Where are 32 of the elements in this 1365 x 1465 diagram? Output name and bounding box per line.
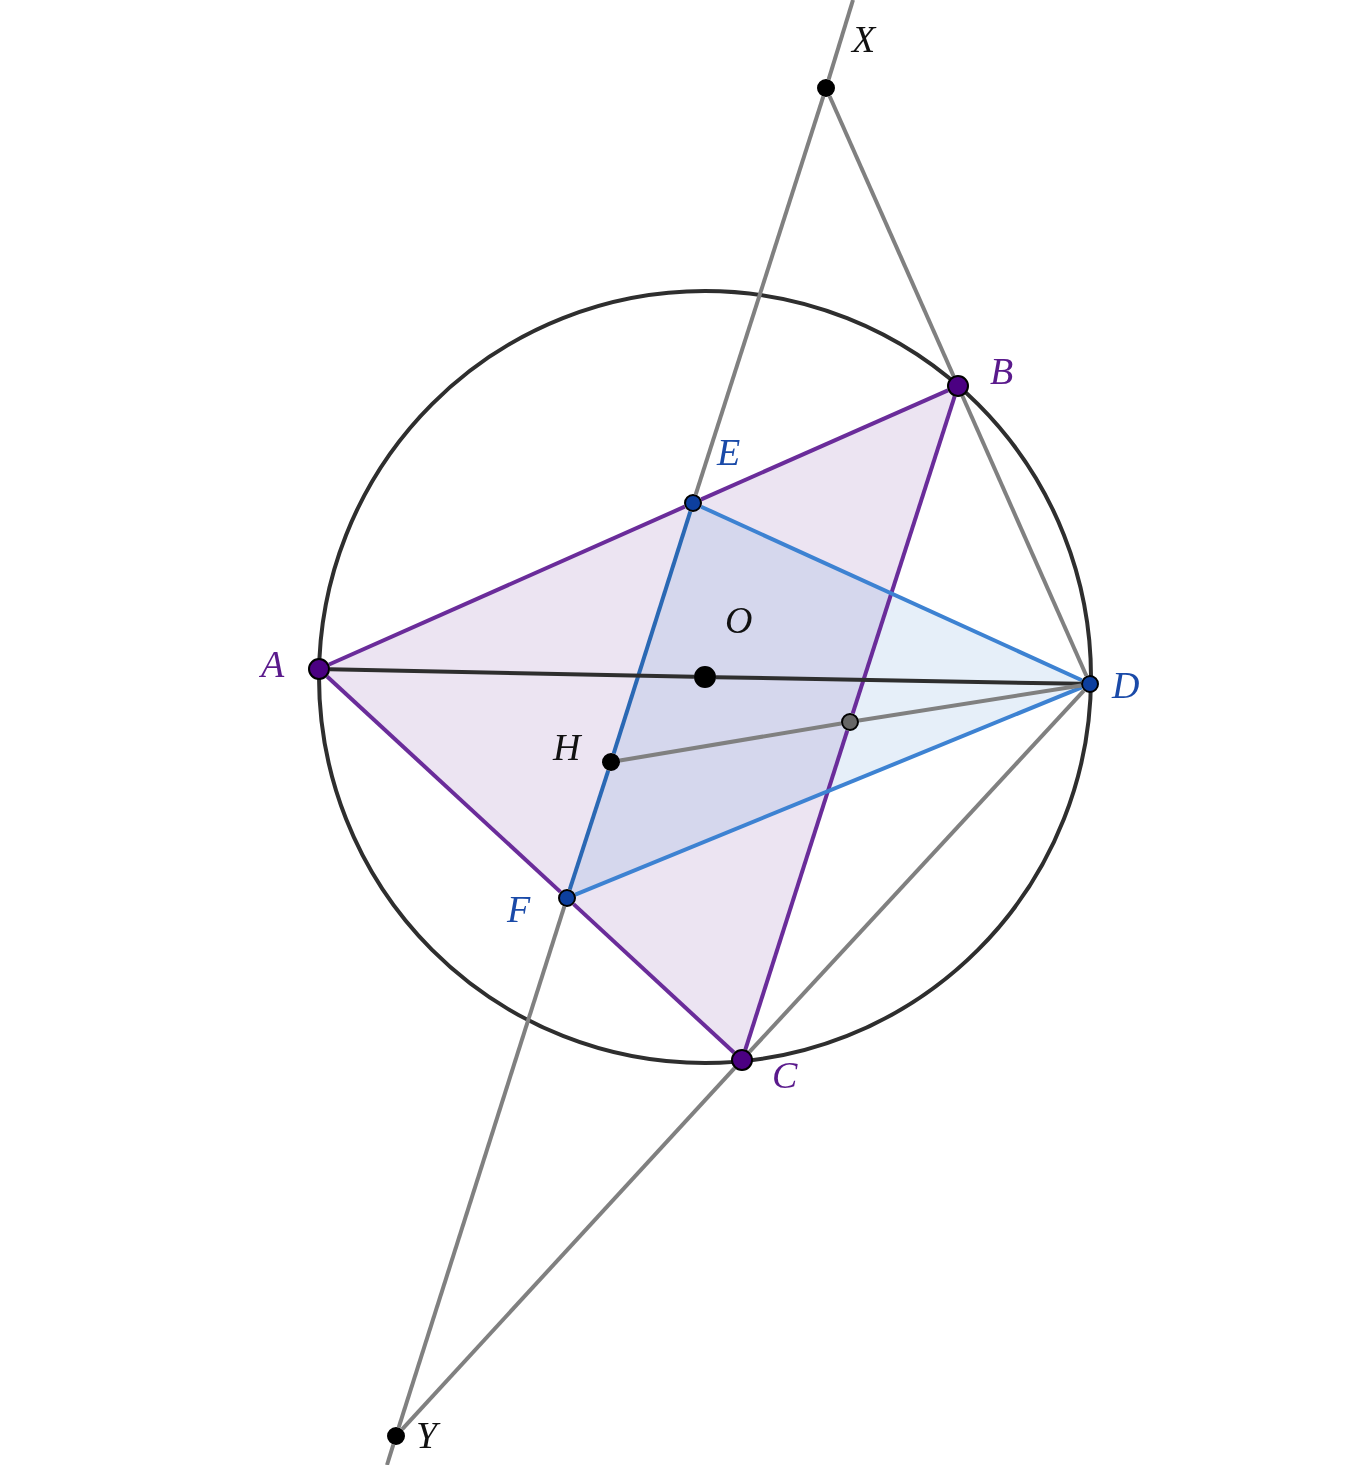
line-segment — [567, 769, 611, 891]
point-label: C — [772, 1056, 798, 1094]
point-label: H — [553, 728, 581, 766]
line-segment — [700, 388, 949, 502]
point-label: O — [725, 601, 753, 639]
line-segment — [858, 683, 1082, 723]
line-segment — [400, 1066, 737, 1431]
line-segment — [700, 504, 1083, 683]
line-segment — [850, 395, 957, 715]
line-segment — [611, 510, 693, 755]
point-label: X — [852, 20, 876, 58]
point-label: D — [1112, 666, 1140, 704]
line-segment — [329, 667, 695, 679]
line-segment — [325, 675, 562, 894]
line-segment — [748, 689, 1086, 1054]
line-segment — [827, 95, 956, 377]
line-segment — [572, 902, 736, 1054]
line-segment — [619, 721, 842, 763]
line-segment — [574, 685, 1083, 897]
line-segment — [826, 0, 855, 80]
point-label: A — [261, 645, 285, 683]
line-segment — [743, 729, 850, 1051]
line-segment — [328, 504, 686, 667]
line-segment — [715, 675, 1082, 686]
line-segment — [396, 905, 567, 1429]
point-marker — [841, 713, 859, 731]
line-segment — [693, 95, 826, 496]
line-segment — [385, 1444, 396, 1465]
point-label: E — [717, 433, 741, 471]
point-label: B — [990, 352, 1014, 390]
line-segment — [960, 395, 1089, 677]
point-label: F — [507, 890, 531, 928]
